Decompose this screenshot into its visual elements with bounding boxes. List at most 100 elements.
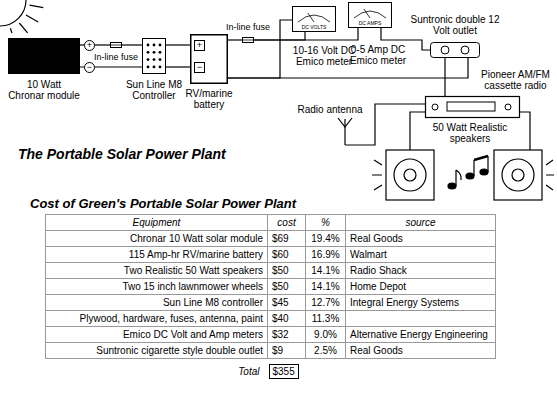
charge-controller: Sun Line M8 Controller <box>142 38 166 74</box>
music-notes <box>448 156 488 189</box>
controller-dot <box>147 51 150 54</box>
solar-module-outline <box>8 38 80 74</box>
controller-dot <box>147 58 150 61</box>
table-cell-text: 14.1% <box>311 281 339 292</box>
table-cell-text: $50 <box>272 281 289 292</box>
table-cell-text: $50 <box>272 265 289 276</box>
table-cell: Chronar 10 Watt solar module <box>46 231 268 247</box>
table-cell: source <box>346 215 496 231</box>
table-cell-text: Emico DC Volt and Amp meters <box>123 329 263 340</box>
note-head <box>480 169 488 175</box>
table-cell: $50 <box>268 263 306 279</box>
table-cell: Radio Shack <box>346 263 496 279</box>
table-cell-text: Radio Shack <box>350 265 407 276</box>
table-row: Suntronic cigarette style double outlet $… <box>46 343 496 359</box>
radio-knob <box>432 104 438 110</box>
inline-fuse-outline <box>242 37 254 43</box>
table-cell: Alternative Energy Engineering <box>346 327 496 343</box>
meter-case <box>293 7 336 32</box>
table-cell: 9.0% <box>306 327 346 343</box>
battery-case <box>191 35 228 84</box>
table-cell-text: 12.7% <box>311 297 339 308</box>
controller-dot <box>153 44 156 47</box>
meter-scale <box>354 11 386 18</box>
table-cell-text: 115 Amp-hr RV/marine battery <box>129 249 263 260</box>
total-label: Total <box>238 365 259 378</box>
sun-ray <box>30 5 44 7</box>
table-cell-text: Integral Energy Systems <box>350 297 459 308</box>
table-row: Chronar 10 Watt solar module$6919.4%Real… <box>46 231 496 247</box>
table-cell: 115 Amp-hr RV/marine battery <box>46 247 268 263</box>
power-outlet-outline <box>430 42 480 58</box>
note-stem <box>487 156 488 172</box>
fuse-element <box>242 40 254 41</box>
total-value: $355 <box>269 364 299 379</box>
inline-fuse: In-line fuse <box>242 37 254 43</box>
table-cell-text: Two 15 inch lawnmower wheels <box>122 281 263 292</box>
component-label: 10-16 Volt DC Emico meter <box>291 45 357 67</box>
sound-lines <box>546 160 554 190</box>
table-cell-text: $9 <box>272 345 283 356</box>
table-cell-text: $69 <box>272 233 289 244</box>
table-cell: 14.1% <box>306 279 346 295</box>
table-cell-text: 19.4% <box>311 233 339 244</box>
component-label: Suntronic double 12 Volt outlet <box>410 14 500 36</box>
fuse-body <box>243 38 254 43</box>
fuse-body <box>111 43 122 48</box>
table-cell-text: Chronar 10 Watt solar module <box>130 233 263 244</box>
table-cell-text: Alternative Energy Engineering <box>350 329 488 340</box>
wire <box>444 58 445 96</box>
table-cell: Two 15 inch lawnmower wheels <box>46 279 268 295</box>
diagram-title: The Portable Solar Power Plant <box>18 146 226 162</box>
table-cell: Walmart <box>346 247 496 263</box>
controller-dot <box>159 51 162 54</box>
terminal-sign: − <box>84 62 95 73</box>
component-label: RV/marine battery <box>180 88 238 110</box>
table-cell: Integral Energy Systems <box>346 295 496 311</box>
sun-disc <box>0 0 26 26</box>
antenna-symbol <box>338 118 352 145</box>
controller-dot <box>159 44 162 47</box>
controller-dot <box>153 51 156 54</box>
table-row: Sun Line M8 controller$4512.7%Integral E… <box>46 295 496 311</box>
antenna-mast <box>344 119 345 145</box>
table-cell-text: $40 <box>272 313 289 324</box>
sun-ray <box>19 23 27 33</box>
table-cell: $32 <box>268 327 306 343</box>
controller-dot <box>153 58 156 61</box>
fuse-element <box>110 45 122 46</box>
table-cell: $45 <box>268 295 306 311</box>
sun <box>0 0 43 33</box>
table-cell: $60 <box>268 247 306 263</box>
cassette-radio: Pioneer AM/FM cassette radio <box>425 96 520 118</box>
table-cell: Two Realistic 50 Watt speakers <box>46 263 268 279</box>
table-cell-text: $32 <box>272 329 289 340</box>
note-stem <box>473 160 474 176</box>
solar-panel <box>8 38 80 74</box>
speaker-dome <box>404 169 416 181</box>
meter-scale <box>298 15 330 22</box>
controller-dot <box>147 44 150 47</box>
table-cell: % <box>306 215 346 231</box>
table-cell-text: 11.3% <box>312 313 340 324</box>
table-cell-text: Two Realistic 50 Watt speakers <box>124 265 263 276</box>
component-label: 0-5 Amp DC Emico meter <box>348 44 408 66</box>
table-cell-text: 9.0% <box>314 329 337 340</box>
controller-body <box>143 39 166 74</box>
controller-dot <box>153 66 156 69</box>
speaker-right <box>494 150 554 200</box>
table-cell: Plywood, hardware, fuses, antenna, paint <box>46 311 268 327</box>
amp-meter: DC AMPS0-5 Amp DC Emico meter <box>348 2 392 28</box>
table-cell: 12.7% <box>306 295 346 311</box>
charge-controller-outline <box>142 38 166 74</box>
wire <box>122 44 142 45</box>
speaker-wire <box>410 112 425 150</box>
sound-lines <box>372 160 382 190</box>
table-cell: $9 <box>268 343 306 359</box>
table-title: Cost of Green's Portable Solar Power Pla… <box>30 196 296 211</box>
table-cell: Suntronic cigarette style double outlet <box>46 343 268 359</box>
speaker-box <box>386 150 434 200</box>
note-flag <box>456 170 461 180</box>
table-cell-text: Home Depot <box>350 281 406 292</box>
table-cell-text: $60 <box>272 249 289 260</box>
